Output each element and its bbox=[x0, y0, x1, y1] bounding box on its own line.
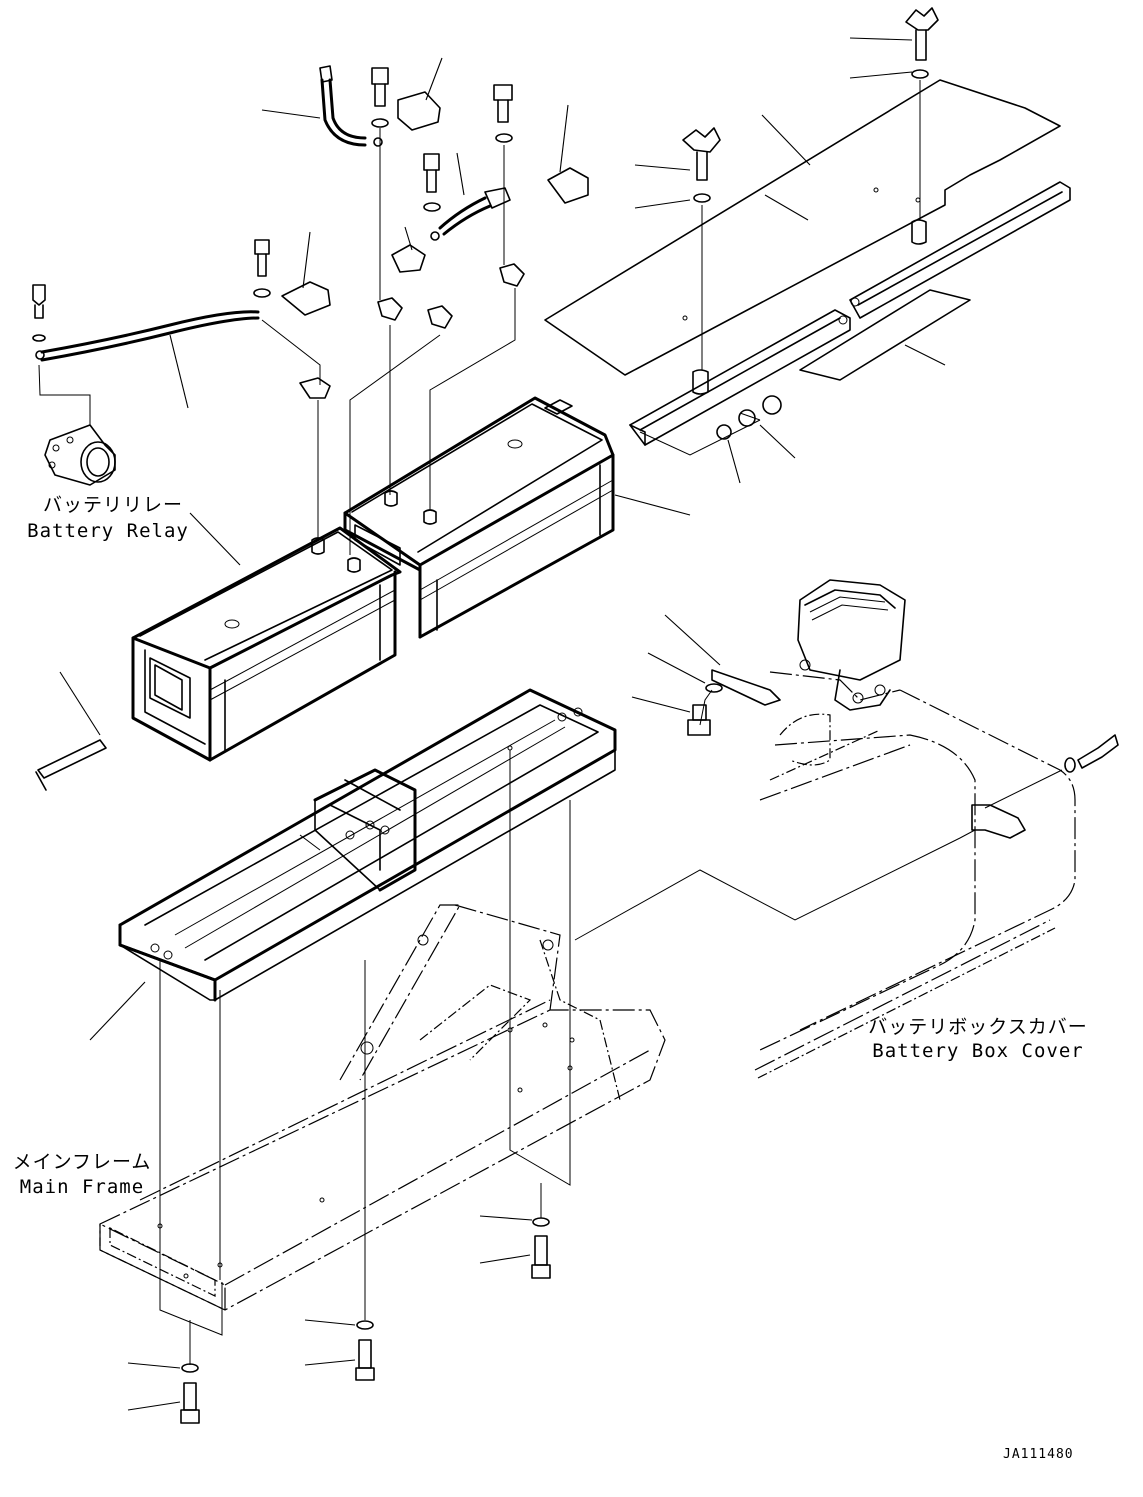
battery-box-cover-label-en: Battery Box Cover bbox=[872, 1040, 1084, 1062]
document-id: JA111480 bbox=[1003, 1447, 1074, 1462]
main-frame-label-jp: メインフレーム bbox=[12, 1151, 152, 1173]
battery-left bbox=[131, 526, 402, 762]
battery-relay-label-en: Battery Relay bbox=[27, 520, 189, 542]
battery-right bbox=[343, 396, 615, 639]
battery-box-cover-phantom bbox=[754, 689, 1076, 1079]
battery-relay-label-jp: バッテリリレー bbox=[42, 494, 183, 516]
work-lamp bbox=[769, 579, 906, 766]
battery-tray bbox=[118, 688, 617, 1002]
battery-box-cover-label-jp: バッテリボックスカバー bbox=[868, 1016, 1088, 1038]
main-frame-phantom bbox=[99, 904, 666, 1311]
connection-lines bbox=[38, 80, 1063, 1365]
main-frame-label-en: Main Frame bbox=[19, 1176, 145, 1198]
leader-lines bbox=[59, 37, 946, 1411]
support-rail bbox=[629, 181, 1071, 446]
battery-cover-plate bbox=[544, 79, 1061, 381]
battery-cables bbox=[35, 65, 511, 362]
battery-relay bbox=[44, 424, 116, 486]
